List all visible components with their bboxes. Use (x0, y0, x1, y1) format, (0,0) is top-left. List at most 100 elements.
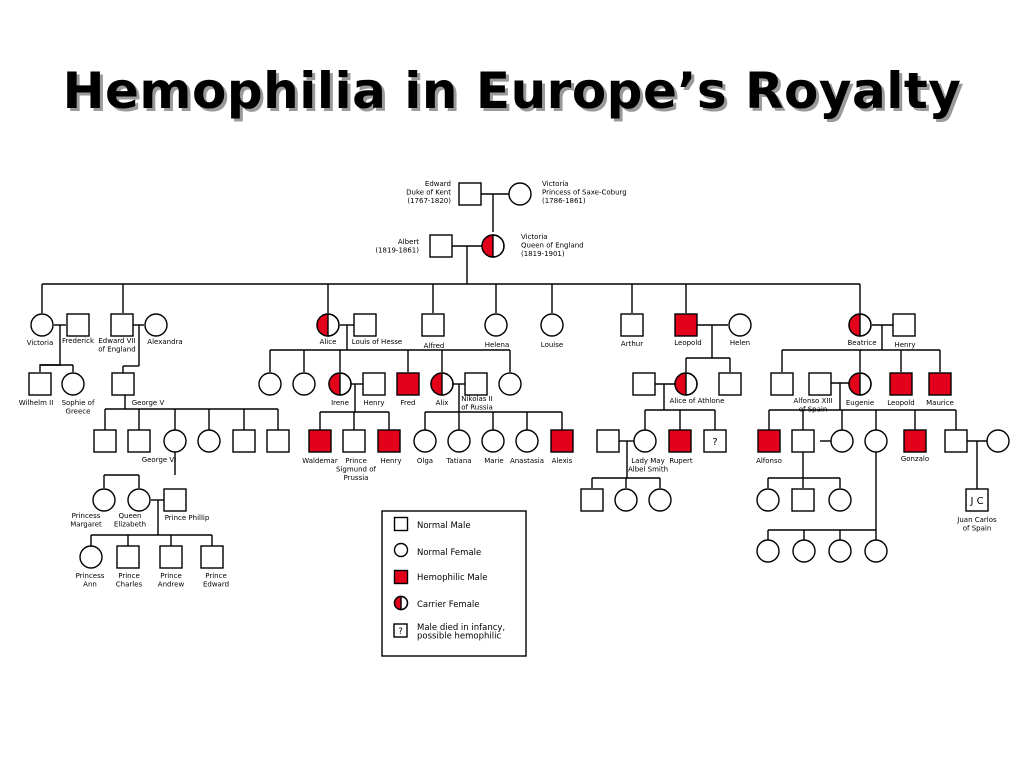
alfred-label: Alfred (424, 342, 445, 350)
arthur-label: Arthur (621, 340, 643, 348)
alfonso-symbol (757, 429, 781, 453)
henry-i-label: Henry (363, 399, 384, 407)
rupert-symbol (668, 429, 692, 453)
juan-carlos-symbol: J C (965, 488, 989, 512)
beatrice-label: Beatrice (847, 339, 876, 347)
spain-gc2-symbol (791, 488, 815, 512)
eugenie-symbol (848, 372, 872, 396)
waldemar-label: Waldemar (302, 457, 338, 465)
legend-normal-male-symbol (393, 516, 409, 532)
george5-child6-symbol (266, 429, 290, 453)
spain-gc6-symbol (828, 539, 852, 563)
helena-symbol (484, 313, 508, 337)
legend-carrier-female-symbol (393, 595, 409, 611)
victoria-g2-symbol (30, 313, 54, 337)
george5-child2-symbol (127, 429, 151, 453)
lady-may-husband-symbol (596, 429, 620, 453)
philip-symbol (163, 488, 187, 512)
leopold-child2-symbol (718, 372, 742, 396)
legend-hemophilic-male-label: Hemophilic Male (417, 573, 487, 583)
alix-symbol (430, 372, 454, 396)
alexandra-label: Alexandra (147, 338, 182, 346)
george5-label: George V (132, 399, 165, 407)
alexis-label: Alexis (552, 457, 573, 465)
pedigree-lines (39, 193, 987, 546)
charles-symbol (116, 545, 140, 569)
edward7-symbol (110, 313, 134, 337)
leopold-label: Leopold (674, 339, 701, 347)
anne-symbol (79, 545, 103, 569)
athlone-gc2-symbol (614, 488, 638, 512)
spain-child4-symbol (864, 429, 888, 453)
spain-gc3-symbol (828, 488, 852, 512)
leopold-b-symbol (889, 372, 913, 396)
alice-child3-symbol (498, 372, 522, 396)
unknown-male-symbol: ? (703, 429, 727, 453)
anastasia-symbol (515, 429, 539, 453)
sigmund-symbol (342, 429, 366, 453)
spain-child2-symbol (791, 429, 815, 453)
frederick-symbol (66, 313, 90, 337)
tatiana-symbol (447, 429, 471, 453)
legend-normal-female-label: Normal Female (417, 548, 481, 558)
slide-title: Hemophilia in Europe’s Royalty (62, 62, 962, 120)
sophie-symbol (61, 372, 85, 396)
george5-child4-symbol (197, 429, 221, 453)
beatrice-symbol (848, 313, 872, 337)
olga-label: Olga (417, 457, 433, 465)
alix-label: Alix (436, 399, 449, 407)
leopold-symbol (674, 313, 698, 337)
frederick-label: Frederick (62, 337, 95, 345)
maurice-label: Maurice (926, 399, 954, 407)
legend-died-infancy-mark: ? (398, 627, 403, 637)
margaret-symbol (92, 488, 116, 512)
henry-w-symbol (377, 429, 401, 453)
alice-athlone-label: Alice of Athlone (670, 397, 725, 405)
anastasia-label: Anastasia (510, 457, 544, 465)
beatrice-child1-symbol (770, 372, 794, 396)
arthur-symbol (620, 313, 644, 337)
george6-symbol (163, 429, 187, 453)
gonzalo-symbol (903, 429, 927, 453)
helen-label: Helen (730, 339, 750, 347)
legend-carrier-female-label: Carrier Female (417, 600, 480, 610)
albert-label: Albert(1819-1861) (375, 238, 419, 255)
helena-label: Helena (485, 341, 510, 349)
wilhelm-symbol (28, 372, 52, 396)
irene-label: Irene (331, 399, 349, 407)
henry-b-label: Henry (894, 341, 915, 349)
legend-normal-female-symbol (393, 542, 409, 558)
leopold-child1-symbol (632, 372, 656, 396)
louis-symbol (353, 313, 377, 337)
george5-child1-symbol (93, 429, 117, 453)
spain-child3-symbol (830, 429, 854, 453)
louise-symbol (540, 313, 564, 337)
george5-symbol (111, 372, 135, 396)
tatiana-label: Tatiana (445, 457, 471, 465)
legend-hemophilic-male-symbol (393, 569, 409, 585)
fred-symbol (396, 372, 420, 396)
alfonso13-symbol (808, 372, 832, 396)
legend-died-infancy-label: Male died in infancy,possible hemophilic (417, 623, 505, 642)
louis-label: Louis of Hesse (352, 338, 402, 346)
legend-normal-male-label: Normal Male (417, 521, 471, 531)
alfred-symbol (421, 313, 445, 337)
alice-athlone-symbol (674, 372, 698, 396)
fred-label: Fred (401, 399, 416, 407)
helen-symbol (728, 313, 752, 337)
unknown-male-symbol-mark: ? (712, 437, 717, 448)
